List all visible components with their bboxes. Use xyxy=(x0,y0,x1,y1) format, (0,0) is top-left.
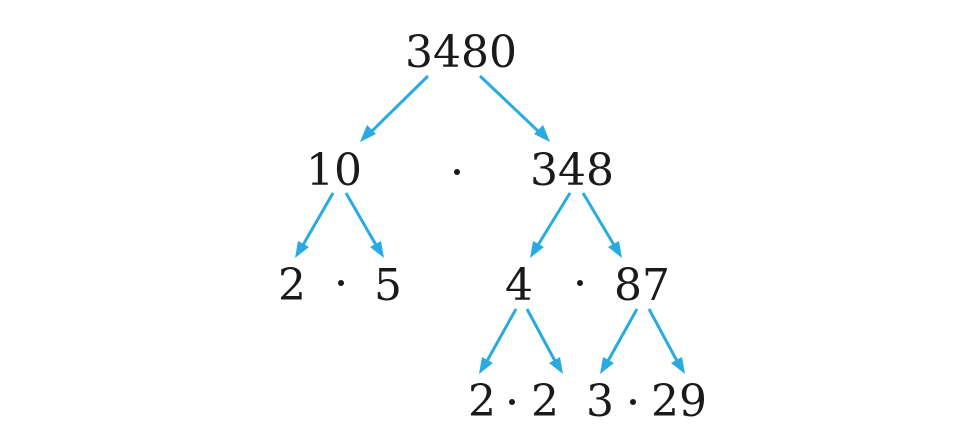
multiply-dot-2-2 xyxy=(509,399,515,405)
arrowhead-4-to-2b xyxy=(549,357,563,374)
arrow-348-to-87 xyxy=(581,192,616,246)
arrowhead-87-to-3 xyxy=(600,357,614,374)
node-level3-c: 3 xyxy=(586,376,614,427)
multiply-dot-2-5 xyxy=(338,280,344,286)
arrow-87-to-29 xyxy=(647,308,679,362)
node-level2-a: 2 xyxy=(278,260,306,311)
arrow-4-to-2a xyxy=(485,308,518,362)
arrowhead-348-to-87 xyxy=(608,241,622,258)
node-level1-left: 10 xyxy=(306,145,362,196)
arrowhead-10-to-5 xyxy=(370,241,384,258)
arrowhead-3480-to-348 xyxy=(534,125,550,142)
node-root: 3480 xyxy=(405,27,517,78)
node-level3-d: 29 xyxy=(651,376,707,427)
node-level1-right: 348 xyxy=(530,145,614,196)
node-level2-d: 87 xyxy=(614,260,670,311)
arrowhead-4-to-2a xyxy=(479,357,493,374)
arrow-3480-to-10 xyxy=(370,74,430,133)
node-level3-b: 2 xyxy=(531,376,559,427)
multiply-dot-3-29 xyxy=(630,399,636,405)
arrowhead-87-to-29 xyxy=(671,357,685,374)
multiply-dot-4-87 xyxy=(577,280,583,286)
node-level2-b: 5 xyxy=(374,260,402,311)
arrow-4-to-2b xyxy=(525,308,557,362)
node-level2-c: 4 xyxy=(505,260,533,311)
arrow-87-to-3 xyxy=(606,308,639,362)
arrow-10-to-5 xyxy=(344,192,378,246)
arrows xyxy=(295,74,685,374)
arrow-348-to-4 xyxy=(536,192,572,246)
arrowhead-10-to-2 xyxy=(295,241,309,258)
arrowhead-348-to-4 xyxy=(530,241,544,258)
node-level3-a: 2 xyxy=(468,376,496,427)
arrow-10-to-2 xyxy=(301,192,335,246)
arrow-3480-to-348 xyxy=(478,74,540,133)
arrowhead-3480-to-10 xyxy=(360,125,376,142)
multiply-dot-level1 xyxy=(454,169,460,175)
